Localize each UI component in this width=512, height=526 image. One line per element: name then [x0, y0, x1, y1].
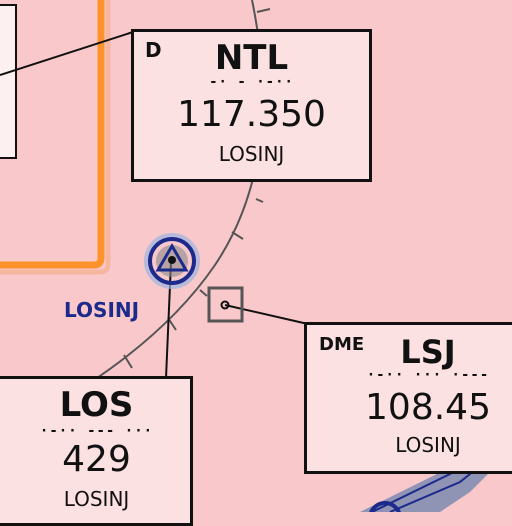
morse-code: -· - ·-·· [209, 74, 294, 90]
dme-square-icon [207, 286, 244, 323]
frequency: 117.350 [177, 94, 326, 135]
airspace-boundary [0, 0, 105, 269]
frequency: 429 [62, 439, 131, 480]
navaid-name: LOSINJ [218, 142, 285, 166]
waypoint-label: LOSINJ [64, 298, 140, 322]
leader-line [0, 31, 134, 76]
area-panel [0, 4, 17, 159]
frequency: 108.45 [365, 387, 491, 428]
morse-code: ·-·· ··· ·--- [366, 367, 490, 383]
navaid-box-los: LOS ·-·· --- ··· 429 LOSINJ [0, 376, 193, 526]
morse-code: ·-·· --- ··· [39, 423, 154, 439]
vor-dme-triangle-icon [144, 233, 200, 289]
airspace-boundary-shadow [0, 0, 111, 275]
chart-background [0, 0, 512, 512]
navaid-box-ntl: D NTL -· - ·-·· 117.350 LOSINJ [131, 29, 372, 182]
navaid-name: LOSINJ [63, 487, 130, 511]
navaid-ident: LSJ [400, 333, 456, 371]
airway [360, 412, 512, 512]
class-code: D [145, 38, 162, 62]
navaid-box-lsj: DME LSJ ·-·· ··· ·--- 108.45 LOSINJ [304, 322, 512, 474]
leader-line [224, 304, 309, 325]
navaid-partial-icon [369, 501, 401, 512]
navaid-ident: NTL [214, 38, 289, 78]
navaid-name: LOSINJ [395, 433, 461, 457]
class-code: DME [319, 334, 365, 355]
navaid-ident: LOS [59, 385, 134, 425]
